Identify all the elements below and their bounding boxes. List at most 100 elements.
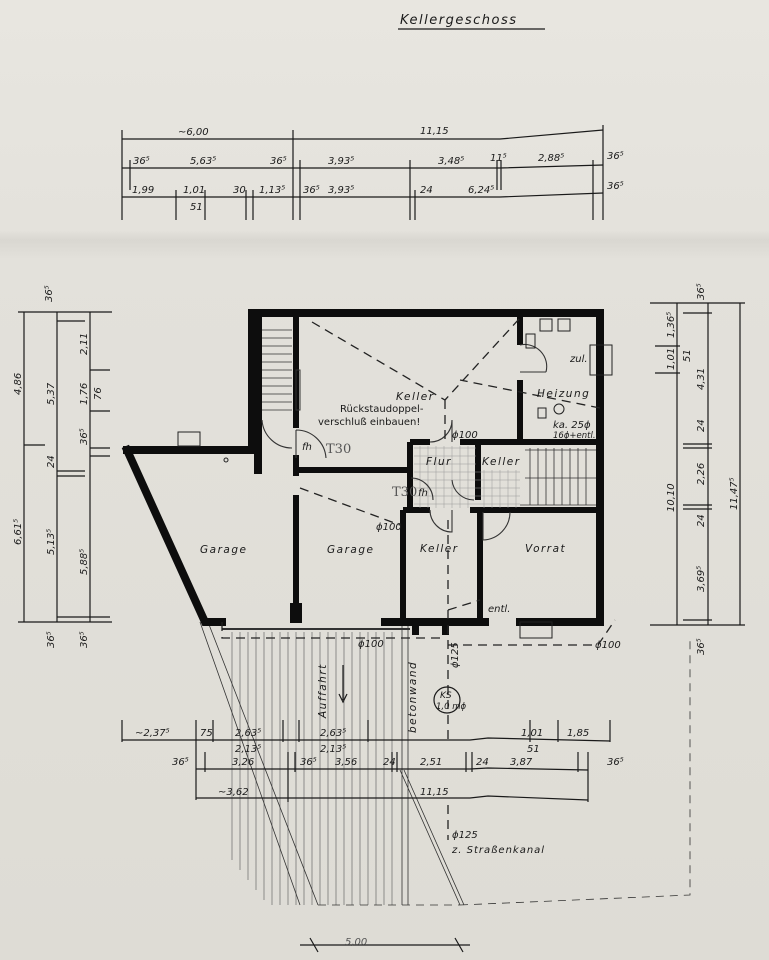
top-dimension-lines bbox=[121, 125, 604, 220]
dim-label: 10,10 bbox=[666, 483, 677, 512]
room-labels: Keller Rückstaudoppel- verschluß einbaue… bbox=[200, 354, 596, 615]
pipe-label: ϕ100 bbox=[452, 430, 478, 441]
dim-label: 24 bbox=[696, 419, 707, 432]
pipe-label: ϕ100 bbox=[376, 522, 402, 533]
dim-label: 11⁵ bbox=[490, 153, 507, 164]
staircase bbox=[262, 329, 596, 506]
dim-label: 3,48⁵ bbox=[438, 156, 464, 167]
dim-label: 3,93⁵ bbox=[328, 156, 354, 167]
dim-label: 6,61⁵ bbox=[13, 519, 24, 545]
dim-label: 11,15 bbox=[420, 126, 449, 137]
handwritten-t30: T30 bbox=[392, 485, 417, 500]
dim-label: 2,11 bbox=[79, 333, 90, 355]
dim-label: 36⁵ bbox=[44, 285, 55, 302]
dim-label: 24 bbox=[696, 514, 707, 527]
room-label-garage: Garage bbox=[200, 544, 247, 556]
fixtures bbox=[177, 318, 613, 639]
wall-label: betonwand bbox=[407, 661, 419, 733]
outlet-pipe-label: ϕ125 bbox=[452, 830, 478, 841]
dim-label: 3,26 bbox=[232, 757, 254, 768]
left-dimension-lines bbox=[18, 311, 112, 623]
manhole-circle bbox=[433, 686, 461, 714]
dim-label: 51 bbox=[527, 744, 540, 755]
room-label-keller: Keller bbox=[396, 391, 435, 403]
dim-label: 36⁵ bbox=[46, 631, 57, 648]
dim-label: 24 bbox=[383, 757, 396, 768]
dim-label: 36⁵ bbox=[79, 428, 90, 445]
dim-label: 2,26 bbox=[696, 463, 707, 485]
left-dimension-labels: 4,86 6,61⁵ 36⁵ 5,37 24 5,13⁵ 36⁵ 2,11 1,… bbox=[13, 285, 104, 648]
note-text: verschluß einbauen! bbox=[318, 417, 420, 428]
right-dimension-lines bbox=[650, 302, 745, 626]
dim-label: 5,88⁵ bbox=[79, 549, 90, 575]
dim-label: 5,00 bbox=[345, 937, 367, 948]
dim-label: 2,51 bbox=[420, 757, 442, 768]
dim-label: 24 bbox=[46, 455, 57, 468]
label-entl: 16ϕ+entl. bbox=[553, 431, 596, 441]
dim-label: 2,13⁵ bbox=[320, 744, 346, 755]
building-walls bbox=[121, 309, 604, 635]
fire-door-label: fh bbox=[418, 488, 428, 499]
dim-label: 2,63⁵ bbox=[320, 728, 346, 739]
outlet-label: z. Straßenkanal bbox=[451, 845, 545, 856]
dim-label: 1,01 bbox=[183, 185, 205, 196]
dim-label: 36⁵ bbox=[607, 181, 624, 192]
dim-label: 1,99 bbox=[132, 185, 154, 196]
drawing-title: Kellergeschoss bbox=[400, 13, 518, 28]
dim-label: 36⁵ bbox=[607, 757, 624, 768]
dim-label: 1,13⁵ bbox=[259, 185, 285, 196]
dim-label: 24 bbox=[476, 757, 489, 768]
pipe-label: ϕ100 bbox=[595, 640, 621, 651]
dim-label: 4,86 bbox=[13, 373, 24, 395]
flur-tiles bbox=[414, 446, 520, 508]
bottom-dimension-labels: ~2,37⁵ 75 2,63⁵ 2,13⁵ 2,63⁵ 2,13⁵ 1,01 5… bbox=[135, 728, 624, 798]
room-label-heizung: Heizung bbox=[537, 388, 590, 400]
annotations: ϕ100 ϕ100 ϕ100 ϕ100 ϕ125 fh fh T30 T30 A… bbox=[300, 430, 621, 953]
dim-label: 6,24⁵ bbox=[468, 185, 494, 196]
label-zul: zul. bbox=[569, 354, 588, 365]
dim-label: 36⁵ bbox=[172, 757, 189, 768]
dim-label: ~3,62 bbox=[218, 787, 249, 798]
dim-label: 51 bbox=[682, 349, 693, 362]
dim-label: 3,87 bbox=[510, 757, 533, 768]
dim-label: 1,01 bbox=[666, 348, 677, 370]
dim-label: 5,37 bbox=[46, 382, 57, 405]
label-entl: entl. bbox=[488, 604, 510, 615]
drain-lines bbox=[221, 317, 616, 840]
room-label-garage: Garage bbox=[327, 544, 374, 556]
dim-label: 3,69⁵ bbox=[696, 566, 707, 592]
dim-label: 36⁵ bbox=[303, 185, 320, 196]
label-ka: ka. 25ϕ bbox=[553, 420, 591, 431]
dim-label: 11,47⁵ bbox=[729, 477, 740, 510]
fire-door-label: fh bbox=[302, 442, 312, 453]
dim-label: 36⁵ bbox=[79, 631, 90, 648]
dim-label: 36⁵ bbox=[270, 156, 287, 167]
dim-label: 2,13⁵ bbox=[235, 744, 261, 755]
dim-label: 1,85 bbox=[567, 728, 589, 739]
dim-label: 1,01 bbox=[521, 728, 543, 739]
dim-label: 2,88⁵ bbox=[538, 153, 564, 164]
note-text: Rückstaudoppel- bbox=[340, 404, 424, 415]
dim-label: 76 bbox=[93, 387, 104, 400]
room-label-keller-small: Keller bbox=[482, 456, 521, 468]
dim-label: ~2,37⁵ bbox=[135, 728, 170, 739]
dim-label: 11,15 bbox=[420, 787, 449, 798]
room-label-vorrat: Vorrat bbox=[525, 543, 566, 555]
manhole-size: 1,0 mϕ bbox=[436, 702, 466, 712]
dim-label: 5,13⁵ bbox=[46, 529, 57, 555]
bottom-dimension-line bbox=[300, 937, 470, 953]
dim-label: 24 bbox=[420, 185, 433, 196]
dim-label: 3,93⁵ bbox=[328, 185, 354, 196]
right-dimension-labels: 36⁵ 1,36⁵ 1,01 51 4,31 24 2,26 10,10 11,… bbox=[666, 283, 740, 655]
dim-label: 3,56 bbox=[335, 757, 357, 768]
dim-label: 5,63⁵ bbox=[190, 156, 216, 167]
dim-label: 36⁵ bbox=[696, 283, 707, 300]
dim-label: 75 bbox=[200, 728, 213, 739]
dim-label: 4,31 bbox=[696, 368, 707, 390]
dim-label: ~6,00 bbox=[178, 127, 209, 138]
driveway-label: Auffahrt bbox=[317, 663, 329, 719]
manhole-label: KS bbox=[440, 691, 452, 701]
room-label-flur: Flur bbox=[426, 456, 452, 468]
